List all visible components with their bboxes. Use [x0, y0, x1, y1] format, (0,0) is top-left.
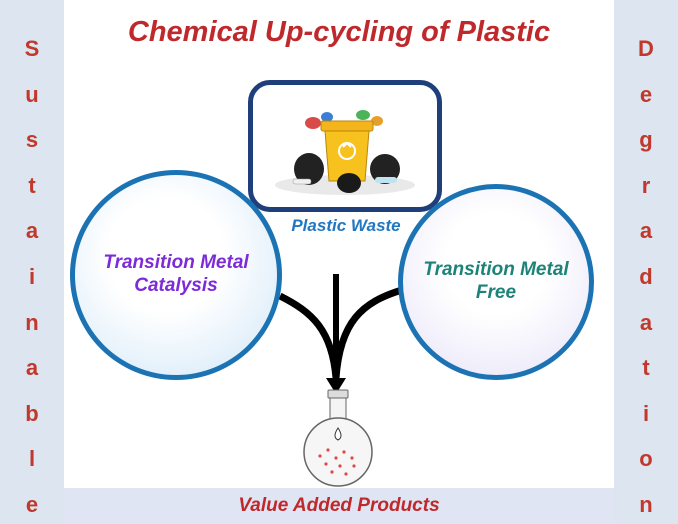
banner-label: Value Added Products	[238, 495, 440, 516]
side-letter: t	[28, 172, 36, 198]
arrow-head	[326, 378, 346, 394]
side-letter: b	[25, 400, 39, 426]
side-letter: u	[25, 81, 39, 107]
circle-label: Transition Metal Catalysis	[103, 252, 249, 296]
side-letter: a	[25, 218, 39, 244]
left-flow-arrow	[278, 292, 340, 379]
side-letter: l	[28, 446, 36, 472]
side-letter: S	[24, 36, 40, 61]
side-letter: e	[25, 491, 39, 517]
right-side-bar: D e g r a d a t i o n	[614, 0, 678, 524]
side-letter: n	[25, 309, 39, 335]
flask-icon	[303, 389, 373, 487]
diagram-title: Chemical Up-cycling of Plastic	[127, 16, 551, 48]
transition-metal-free-circle: Transition Metal Free	[398, 184, 594, 380]
transition-metal-catalysis-circle: Transition Metal Catalysis	[70, 170, 282, 380]
side-letter: D	[638, 36, 654, 61]
side-letter: i	[28, 263, 36, 289]
side-letter: n	[639, 491, 653, 517]
side-letter: o	[639, 446, 653, 472]
plastic-waste-box	[248, 80, 442, 212]
right-flow-arrow	[332, 286, 404, 379]
circle-label: Transition Metal Free	[423, 259, 569, 303]
left-side-bar: S u s t a i n a b l e	[0, 0, 64, 524]
side-letter: s	[25, 127, 39, 153]
plastic-waste-caption: Plastic Waste	[262, 216, 430, 236]
side-letter: t	[642, 355, 650, 381]
side-letter: d	[639, 263, 653, 289]
side-letter: a	[25, 355, 39, 381]
side-letter: e	[639, 81, 653, 107]
side-letter: i	[642, 400, 650, 426]
side-letter: a	[639, 309, 653, 335]
trash-bin-icon	[275, 110, 415, 195]
side-letter: r	[641, 172, 651, 198]
value-added-products-banner: Value Added Products	[64, 488, 614, 524]
side-letter: a	[639, 218, 653, 244]
side-letter: g	[639, 127, 653, 153]
